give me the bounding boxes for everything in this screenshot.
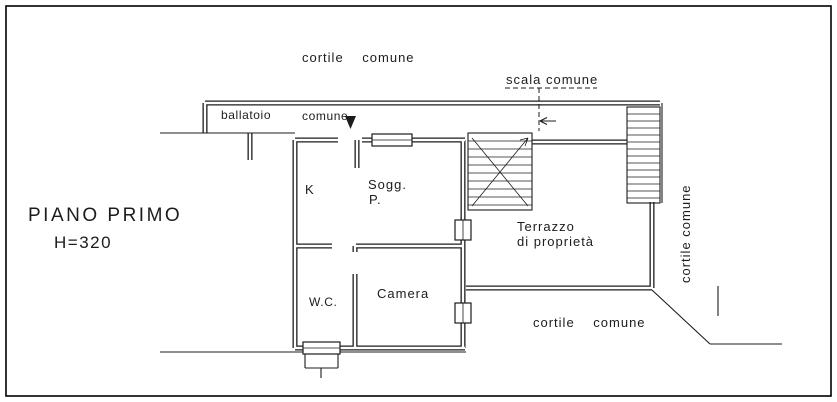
stair-flight-box xyxy=(626,106,661,204)
entry-arrow-icon xyxy=(345,116,356,129)
window-wc xyxy=(302,341,341,355)
label-terrazzo: Terrazzo xyxy=(517,219,575,234)
label-cortile-comune-bottom: cortile comune xyxy=(533,315,646,330)
scala-leader-line xyxy=(505,87,597,131)
window-soggiorno xyxy=(371,133,413,147)
windows xyxy=(302,133,472,355)
stair-treads xyxy=(468,140,532,206)
label-room-camera: Camera xyxy=(377,286,429,301)
plan-height-note: H=320 xyxy=(54,233,112,252)
label-ballatoio-comune: comune xyxy=(302,109,348,123)
window-terrazzo-wall xyxy=(454,219,472,241)
window-camera xyxy=(454,302,472,324)
label-room-soggiorno: Sogg. xyxy=(368,177,407,192)
label-ballatoio: ballatoio xyxy=(221,108,271,122)
stair-flight-right xyxy=(626,106,661,204)
frame-border xyxy=(5,5,832,397)
stair-box xyxy=(467,132,533,211)
label-room-soggiorno-2: P. xyxy=(369,192,382,207)
label-terrazzo-2: di proprietà xyxy=(517,234,594,249)
label-cortile-comune-top: cortile comune xyxy=(302,50,415,65)
label-scala-comune: scala comune xyxy=(506,72,598,87)
stair-arrow-icon xyxy=(539,117,556,125)
stair-flight-treads xyxy=(627,113,660,199)
label-room-wc: W.C. xyxy=(309,295,337,309)
label-cortile-comune-right: cortile comune xyxy=(678,184,693,283)
plan-title: PIANO PRIMO xyxy=(28,205,182,226)
stairwell-scala-comune xyxy=(467,132,533,211)
label-room-kitchen: K xyxy=(305,182,315,197)
stair-direction-lines xyxy=(471,137,529,207)
